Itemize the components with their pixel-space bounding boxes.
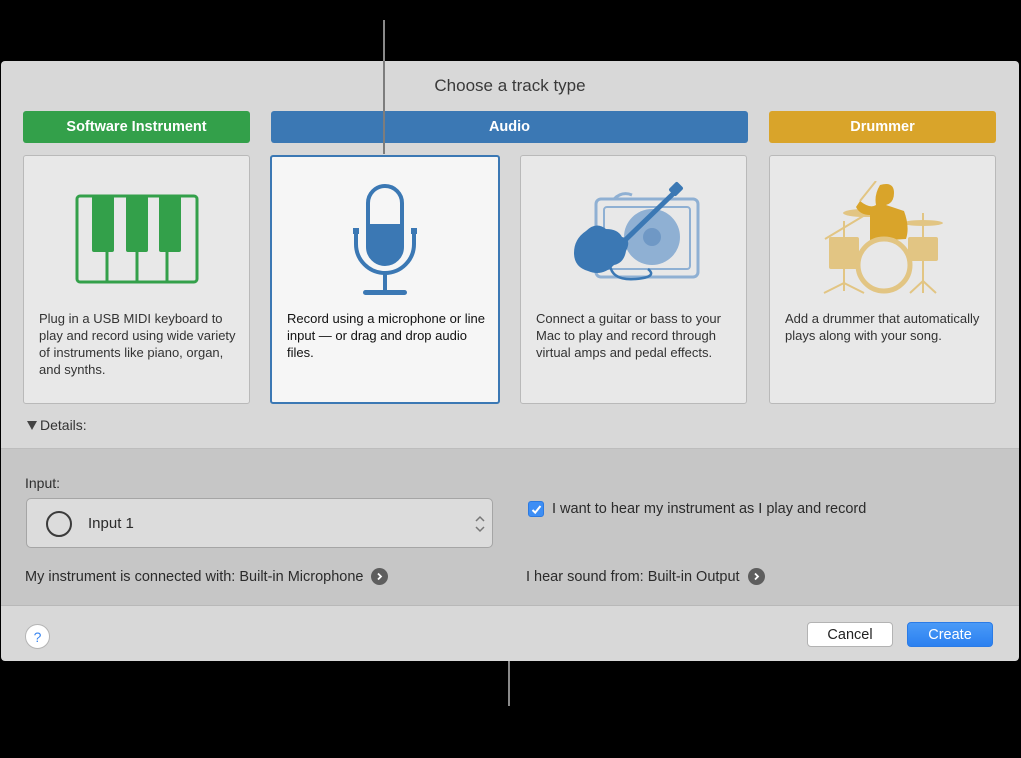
card-description: Plug in a USB MIDI keyboard to play and … [39,311,236,377]
microphone-icon [272,175,498,305]
card-description: Connect a guitar or bass to your Mac to … [536,311,721,360]
details-disclosure[interactable]: Details: [27,417,87,433]
callout-line-top-overlay [383,61,385,154]
mono-input-icon [46,511,72,537]
card-drummer[interactable]: Add a drummer that automatically plays a… [769,155,996,404]
help-button[interactable]: ? [25,624,50,649]
help-icon: ? [33,628,42,645]
tab-software-instrument[interactable]: Software Instrument [23,111,250,143]
tab-label: Software Instrument [66,119,207,135]
card-description: Record using a microphone or line input … [287,311,485,360]
piano-keyboard-icon [24,174,249,304]
monitoring-checkbox-label: I want to hear my instrument as I play a… [552,501,867,517]
drummer-icon [770,174,995,304]
tab-label: Audio [488,119,531,135]
tab-label: Drummer [850,119,915,135]
instrument-connection-text: My instrument is connected with: Built-i… [25,568,364,585]
checkmark-icon [531,504,541,514]
chevron-right-icon [377,572,383,581]
chevron-right-icon [753,572,759,581]
new-track-dialog: Choose a track type Software Instrument … [1,61,1019,661]
input-select-value: Input 1 [88,515,134,532]
monitoring-checkbox-row[interactable]: I want to hear my instrument as I play a… [528,501,866,517]
output-arrow-button[interactable] [747,568,765,585]
disclosure-triangle-icon [27,420,37,430]
input-select[interactable]: Input 1 [26,498,493,548]
cancel-button[interactable]: Cancel [807,622,893,647]
create-button[interactable]: Create [907,622,993,647]
input-label: Input: [25,475,61,491]
dialog-title: Choose a track type [434,76,586,95]
output-text: I hear sound from: Built-in Output [526,568,740,585]
card-audio-microphone[interactable]: Record using a microphone or line input … [270,155,500,404]
instrument-connection-arrow-button[interactable] [371,568,389,585]
up-down-chevron-icon [475,515,485,533]
card-description: Add a drummer that automatically plays a… [785,311,980,343]
guitar-amp-icon [521,174,746,304]
card-software-instrument[interactable]: Plug in a USB MIDI keyboard to play and … [23,155,250,404]
card-audio-guitar-bass[interactable]: Connect a guitar or bass to your Mac to … [520,155,747,404]
monitoring-checkbox[interactable] [528,501,544,517]
instrument-connection-line: My instrument is connected with: Built-i… [25,568,389,585]
details-label: Details: [40,417,87,433]
tab-audio[interactable]: Audio [271,111,748,143]
dialog-footer: ? Cancel Create [1,607,1019,661]
output-line: I hear sound from: Built-in Output [526,568,765,585]
details-panel: Input: Input 1 My instrument is connecte… [1,448,1019,606]
tab-drummer[interactable]: Drummer [769,111,996,143]
